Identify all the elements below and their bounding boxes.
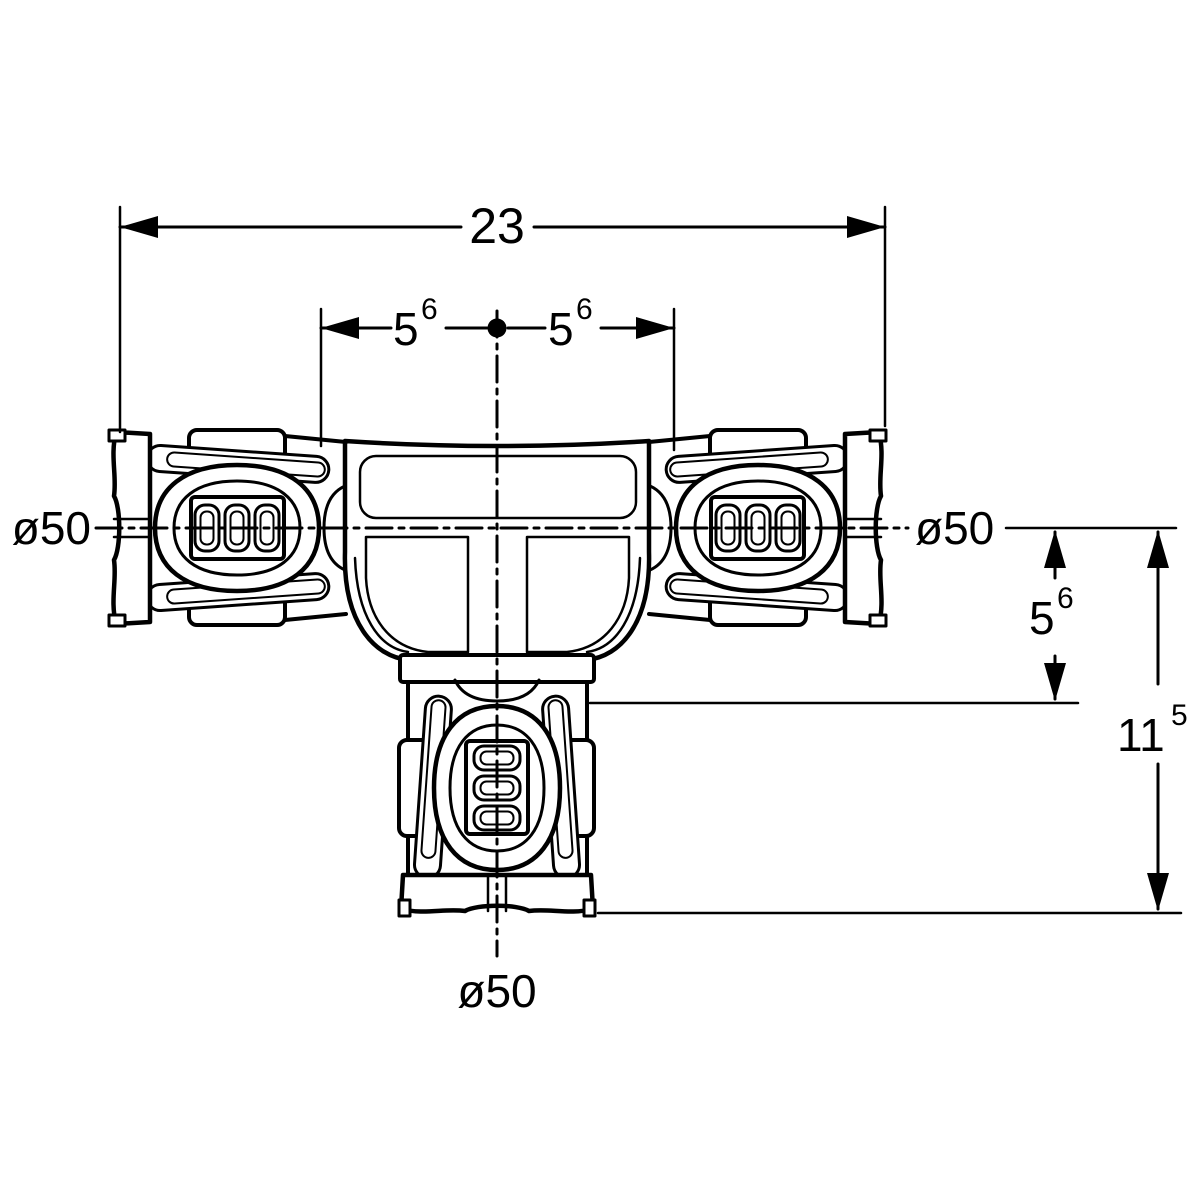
centerlines — [94, 309, 910, 958]
arrowhead-up — [1147, 530, 1169, 568]
extension-lines — [118, 205, 887, 434]
arrowhead-down — [1044, 663, 1066, 701]
left-offset-superscript: 6 — [421, 293, 438, 326]
dim-overall-width: 23 — [118, 198, 887, 434]
barrel-edge-lines — [283, 434, 712, 622]
extension-lines — [319, 307, 676, 452]
overall-height-label: 11 — [1117, 709, 1165, 761]
right-offset-superscript: 6 — [576, 293, 593, 326]
arrowhead-right — [847, 216, 885, 238]
left-offset-label: 5 — [393, 303, 419, 355]
right-diameter-label: ø50 — [915, 502, 994, 554]
arrowhead-left — [120, 216, 158, 238]
right-offset-label: 5 — [548, 303, 574, 355]
dim-diameter-bottom: ø50 — [457, 965, 536, 1017]
dim-diameter-left: ø50 — [12, 502, 91, 554]
overall-height-superscript: 5 — [1171, 699, 1188, 732]
branch-depth-superscript: 6 — [1057, 582, 1074, 615]
body-lower-panel-right — [525, 535, 631, 654]
dim-branch-depth: 5 6 — [588, 530, 1080, 705]
overall-width-label: 23 — [469, 198, 525, 254]
body-lower-panel-left — [364, 535, 470, 654]
dim-overall-height: 11 5 — [596, 530, 1188, 915]
arrowhead-down — [1147, 873, 1169, 911]
branch-depth-label: 5 — [1029, 592, 1055, 644]
arrowhead-right — [636, 317, 674, 339]
center-reference-dot — [487, 318, 507, 338]
bottom-diameter-label: ø50 — [457, 965, 536, 1017]
dim-branch-offsets: 5 6 5 6 — [319, 293, 676, 452]
arrowhead-left — [321, 317, 359, 339]
dim-diameter-right: ø50 — [915, 502, 1178, 554]
arrowhead-up — [1044, 530, 1066, 568]
left-diameter-label: ø50 — [12, 502, 91, 554]
branch-wall-lines — [406, 680, 589, 878]
fillet-inner-lines — [353, 556, 642, 654]
